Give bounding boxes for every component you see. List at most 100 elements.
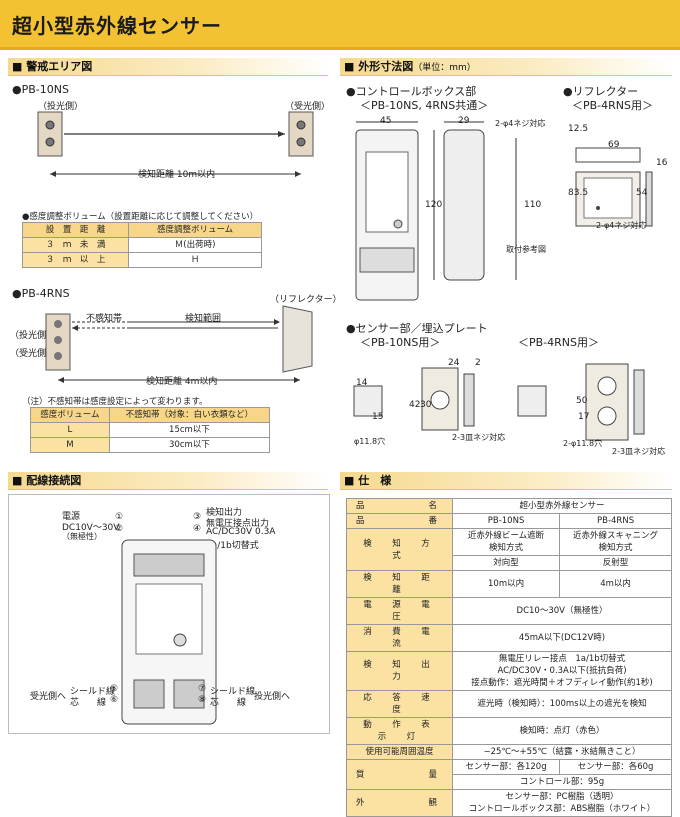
dim-29: 29 <box>458 116 470 126</box>
spec-key: 使用可能周囲温度 <box>346 744 453 760</box>
dead-note: （注）不感知帯は感度設定によって変わります。 <box>22 397 208 407</box>
dim-50: 50 <box>576 396 588 406</box>
dim-120: 120 <box>425 200 443 210</box>
dead-cell: L <box>30 422 110 438</box>
wiring-box <box>121 539 217 725</box>
gaikei-unit: （単位：mm） <box>413 63 476 73</box>
sens-note: ●感度調整ボリューム（設置距離に応じて調整してください） <box>22 212 259 222</box>
spec-value: 超小型赤外線センサー <box>452 498 672 514</box>
sensor-title: ●センサー部／埋込プレート <box>346 322 488 335</box>
dim-110: 110 <box>524 200 542 210</box>
spec-value: 10m以内 <box>451 570 561 598</box>
dim-14: 14 <box>356 378 368 388</box>
spec-key: 検 知 距 離 <box>346 570 453 598</box>
spec-key: 検 知 出 力 <box>346 651 453 691</box>
spec-value: センサー部：各120g <box>451 759 561 775</box>
wiring-out3: AC/DC30V 0.3A <box>206 527 276 537</box>
spec-key: 電 源 電 圧 <box>346 597 453 625</box>
sensor-drawing <box>353 363 645 441</box>
pb4-dead-label: 不感知帯 <box>86 314 123 324</box>
spec-value: 45mA以下(DC12V時) <box>452 624 672 652</box>
spec-value: PB-10NS <box>451 513 561 529</box>
dim-83-5: 83.5 <box>568 188 589 198</box>
terminal-top <box>133 553 205 577</box>
dead-cell: 15cm以下 <box>108 422 271 438</box>
refl-top <box>575 147 641 163</box>
dim-2: 2 <box>475 358 481 368</box>
spec-value: センサー部：PC樹脂（透明） コントロールボックス部：ABS樹脂（ホワイト） <box>452 789 672 817</box>
pb4-reflector-label: （リフレクター） <box>270 295 342 305</box>
wiring-out: 検知出力 <box>206 508 243 518</box>
dim-16: 16 <box>656 158 668 168</box>
spec-value: 遮光時（検知時）：100ms以上の遮光を検知 <box>452 690 672 718</box>
dim-69: 69 <box>608 140 620 150</box>
ctrl-title: ●コントロールボックス部 <box>346 85 477 98</box>
spec-value: 無電圧リレー接点 1a/1b切替式 AC/DC30V・0.3A以下(抵抗負荷) … <box>452 651 672 691</box>
pb4-distance: 検知距離 4m以内 <box>146 377 218 387</box>
wiring-power-v: DC10V〜30V <box>62 523 120 533</box>
spec-value: センサー部：各60g <box>559 759 672 775</box>
wiring-n8: ⑧ <box>198 695 207 705</box>
refl-title: ●リフレクター <box>563 85 639 98</box>
sens-header: 感度調整ボリューム <box>128 222 262 238</box>
spec-key: 外 観 <box>346 789 453 817</box>
wiring-core1: 芯 線 <box>70 698 107 708</box>
dead-cell: M <box>30 437 110 453</box>
pb10-screw: 2-3皿ネジ対応 <box>452 433 506 442</box>
spec-key: 品 番 <box>346 513 453 529</box>
spec-value: 対向型 <box>451 555 561 571</box>
wiring-core2: 芯 線 <box>210 698 247 708</box>
title-bar: 超小型赤外線センサー <box>0 0 680 50</box>
spec-key: 検 知 方 式 <box>346 528 453 571</box>
ctrl-sub: ＜PB-10NS, 4RNS共通＞ <box>360 99 489 112</box>
dim-54: 54 <box>636 188 648 198</box>
terminal-left <box>133 679 165 709</box>
wiring-c3: ③ <box>193 512 202 522</box>
spec-key: 消 費 電 流 <box>346 624 453 652</box>
dim-45: 45 <box>380 116 392 126</box>
dead-cell: 30cm以下 <box>108 437 271 453</box>
ctrl-hole: 2-φ4ネジ対応 <box>495 119 546 128</box>
spec-value: DC10〜30V（無極性） <box>452 597 672 625</box>
pb10-title: ●PB-10NS <box>12 83 69 96</box>
wiring-power: 電源 <box>62 512 81 522</box>
section-haisen-header: ■ 配線接続図 <box>8 472 328 490</box>
pb4-diagram <box>45 305 313 383</box>
wiring-recv-side: 受光側へ <box>30 692 67 702</box>
pb10-distance: 検知距離 10m以内 <box>138 170 216 180</box>
spec-key: 応 答 速 度 <box>346 690 453 718</box>
section-keikai-header: ■ 警戒エリア図 <box>8 58 328 76</box>
pb10-receiver <box>288 111 314 157</box>
wiring-c1: ① <box>115 512 124 522</box>
sensor-sub2: ＜PB-4RNS用＞ <box>518 336 600 349</box>
wiring-c4: ④ <box>193 524 202 534</box>
pb4-range-label: 検知範囲 <box>185 314 222 324</box>
refl-sub: ＜PB-4RNS用＞ <box>572 99 654 112</box>
ctrl-mount: 取付参考図 <box>506 245 546 254</box>
pb4-title: ●PB-4RNS <box>12 287 70 300</box>
terminal-right <box>173 679 205 709</box>
spec-value: 検知時：点灯（赤色） <box>452 717 672 745</box>
dim-42: 42 <box>409 400 421 410</box>
spec-value: 反射型 <box>559 555 672 571</box>
sens-cell: Ｍ(出荷時) <box>128 237 262 253</box>
spec-value: コントロール部：95g <box>452 774 672 790</box>
spec-value: 近赤外線スキャニング 検知方式 <box>559 528 672 556</box>
spec-key: 質 量 <box>346 759 453 790</box>
dim-30: 30 <box>420 400 432 410</box>
wiring-n5: ⑤ <box>110 684 119 694</box>
spec-key: 動 作 表 示 灯 <box>346 717 453 745</box>
dim-12-5: 12.5 <box>568 124 589 134</box>
pb4-reflector <box>282 305 313 373</box>
pb4-plate <box>585 363 629 441</box>
wiring-n7: ⑦ <box>198 684 207 694</box>
pb10-emitter <box>37 111 63 157</box>
wiring-out2: 無電圧接点出力 <box>206 519 270 529</box>
sens-header: 設 置 距 離 <box>21 222 130 238</box>
page-title: 超小型赤外線センサー <box>12 14 222 38</box>
dim-24: 24 <box>448 358 460 368</box>
pb10-hole: φ11.8穴 <box>354 437 386 446</box>
